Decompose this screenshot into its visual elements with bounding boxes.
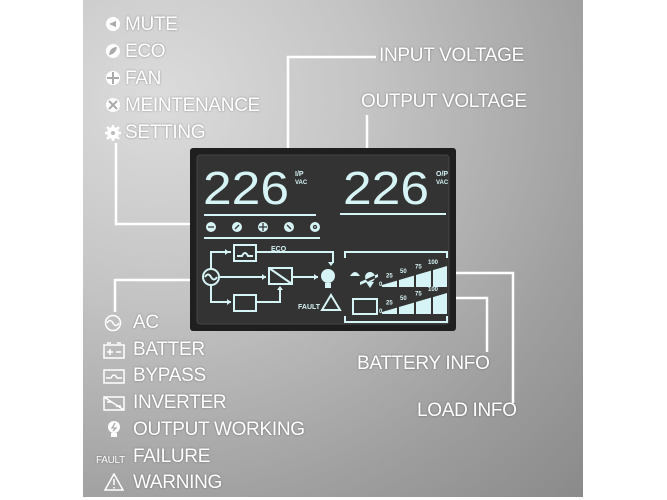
lcd-setting-icon (310, 222, 320, 232)
battery-icon (103, 342, 125, 359)
ac-line (113, 278, 200, 312)
legend-warning: WARNING (133, 472, 223, 493)
mute-icon (106, 17, 120, 31)
bypass-icon (103, 369, 125, 384)
output-unit-op: O/P (436, 171, 448, 178)
warning-icon (104, 473, 124, 491)
load-level-segment (382, 280, 397, 287)
battery-scale-label: 0 (379, 309, 383, 315)
inverter-icon (103, 396, 125, 411)
load-scale-label: 0 (379, 282, 383, 288)
flow-diagram (202, 244, 448, 323)
lcd-screen (196, 154, 450, 325)
output-unit-vac: VAC (436, 180, 449, 186)
load-level-segment (399, 275, 414, 287)
battery-level-segment (399, 302, 414, 314)
lcd-fault-label: FAULT (298, 304, 321, 311)
legend-fan: FAN (125, 68, 162, 89)
fault-icon: FAULT (96, 455, 125, 466)
lcd-bulb-icon (321, 269, 335, 283)
lcd-battery-info-icon (352, 298, 378, 315)
load-level-segment (433, 266, 447, 287)
input-unit-vac: VAC (295, 180, 308, 186)
battery-level-segment (433, 293, 447, 314)
load-info-line (440, 271, 515, 403)
gear-icon (105, 125, 121, 141)
fan-icon (106, 71, 120, 85)
load-level-segment (416, 270, 431, 287)
battery-level-segment (382, 307, 397, 314)
legend-inverter: INVERTER (133, 392, 227, 413)
legend-failure: FAILURE (133, 446, 211, 467)
legend-bypass: BYPASS (133, 365, 206, 386)
legend-batter: BATTER (133, 339, 205, 360)
callout-input-voltage: INPUT VOLTAGE (379, 45, 524, 66)
lcd-eco-label: ECO (271, 246, 287, 253)
info-frame-top (344, 251, 448, 258)
setting-line (114, 143, 200, 226)
input-voltage-value: 226 (203, 162, 289, 214)
ac-icon (104, 314, 122, 332)
callout-load-info: LOAD INFO (417, 400, 517, 421)
callout-output-voltage: OUTPUT VOLTAGE (361, 91, 527, 112)
lcd-load-icon (350, 272, 378, 288)
load-scale-label: 75 (415, 265, 422, 271)
input-unit-ip: I/P (295, 171, 304, 178)
load-scale-label: 100 (428, 260, 439, 266)
battery-scale-label: 25 (386, 301, 393, 307)
input-voltage-line (286, 55, 376, 160)
load-scale-label: 50 (400, 269, 407, 275)
eco-leaf-icon (106, 44, 120, 58)
info-frame-bottom (344, 316, 448, 323)
battery-scale-label: 75 (415, 292, 422, 298)
legend-setting: SETTING (125, 122, 206, 143)
lcd-warning-icon (320, 293, 342, 311)
maintenance-icon (106, 98, 120, 112)
legend-eco: ECO (125, 41, 166, 62)
battery-level-segment (416, 297, 431, 314)
legend-mute: MUTE (125, 14, 178, 35)
legend-output-working: OUTPUT WORKING (133, 419, 305, 440)
legend-maintenance: MEINTENANCE (125, 95, 260, 116)
battery-scale-label: 50 (400, 296, 407, 302)
battery-scale-label: 100 (428, 287, 439, 293)
callout-lines (113, 55, 515, 403)
legend-ac: AC (133, 312, 159, 333)
bulb-icon (108, 421, 120, 437)
callout-battery-info: BATTERY INFO (357, 353, 490, 374)
output-voltage-value: 226 (343, 162, 429, 214)
load-scale-label: 25 (386, 274, 393, 280)
